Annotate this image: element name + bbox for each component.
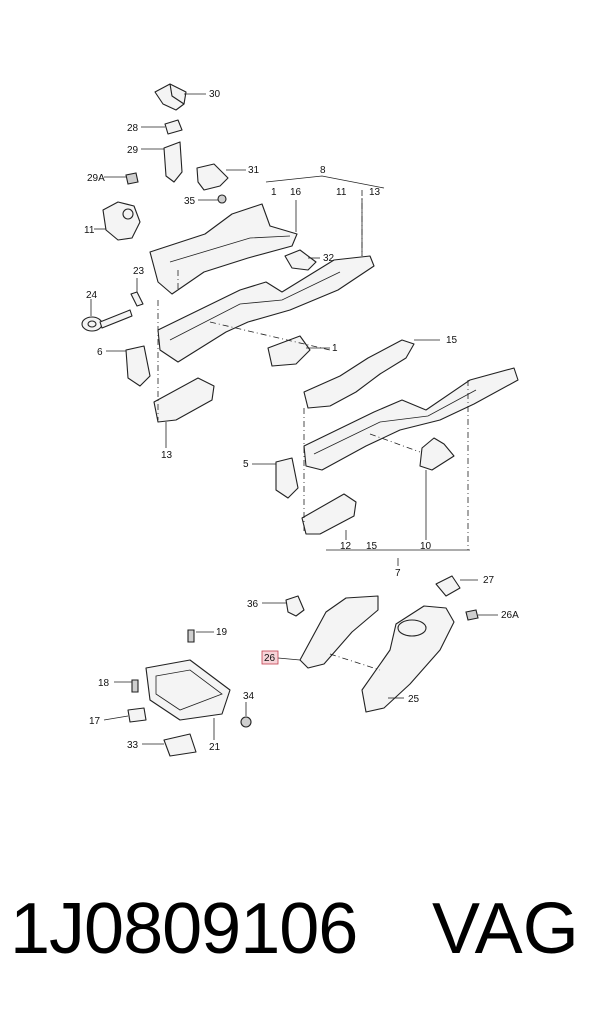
- callout-29a: 29A: [87, 173, 105, 184]
- callout-5: 5: [243, 459, 249, 470]
- callout-34: 34: [243, 691, 255, 702]
- part-12-bracket: [301, 493, 357, 535]
- part-18-bolt: [131, 679, 139, 693]
- part-26-duct: [299, 595, 379, 669]
- part-35-bolt: [217, 194, 227, 204]
- callout-31: 31: [248, 165, 260, 176]
- part-1-bracket: [267, 335, 311, 367]
- callout-15-bottom: 15: [366, 541, 378, 552]
- callout-28: 28: [127, 123, 139, 134]
- callout-33: 33: [127, 740, 139, 751]
- callout-36: 36: [247, 599, 259, 610]
- part-number: 1J0809106: [10, 889, 358, 969]
- part-29-bracket: [163, 141, 183, 183]
- part-30-bracket: [154, 83, 187, 111]
- callout-27: 27: [483, 575, 495, 586]
- callout-35: 35: [184, 196, 196, 207]
- callout-32: 32: [323, 253, 335, 264]
- part-24-eye-bolt: [81, 309, 133, 332]
- part-31-bracket: [196, 163, 229, 191]
- part-11-mount: [102, 201, 141, 241]
- callout-13: 13: [161, 450, 173, 461]
- part-23-pin: [130, 291, 144, 307]
- callout-29: 29: [127, 145, 139, 156]
- brand-name: VAG: [432, 889, 579, 969]
- part-28-clip: [164, 119, 183, 135]
- part-13-rail: [157, 255, 375, 363]
- part-19-bolt: [187, 629, 195, 643]
- part-29a-nut: [125, 172, 139, 185]
- callout-10: 10: [420, 541, 432, 552]
- part-27-clip: [435, 575, 461, 597]
- callout-7: 7: [395, 568, 401, 579]
- callout-26: 26: [264, 653, 276, 664]
- part-26a-nut: [465, 609, 479, 621]
- callout-26-highlight: [261, 650, 279, 665]
- exploded-parts-diagram: 30 28 29 29A 31 35 8 1 16 11 13 11 23 32…: [81, 83, 519, 757]
- callout-26a: 26A: [501, 610, 519, 621]
- callout-21: 21: [209, 742, 221, 753]
- callout-24: 24: [86, 290, 98, 301]
- callout-23: 23: [133, 266, 145, 277]
- callout-13-top: 13: [369, 187, 381, 198]
- part-10-mount: [419, 437, 455, 471]
- part-5-plate: [275, 457, 299, 499]
- callout-12: 12: [340, 541, 352, 552]
- part-13-lower-bracket: [153, 377, 215, 423]
- part-16-panel: [149, 203, 298, 295]
- leader-lines: [90, 93, 498, 745]
- callout-1-top: 1: [271, 187, 277, 198]
- callout-18: 18: [98, 678, 110, 689]
- part-25-housing: [361, 605, 455, 713]
- callout-1: 1: [332, 343, 338, 354]
- part-6-plate: [125, 345, 151, 387]
- callout-17: 17: [89, 716, 101, 727]
- callout-16: 16: [290, 187, 302, 198]
- part-32-bracket: [284, 249, 317, 271]
- part-36-bracket: [285, 595, 305, 617]
- part-34-nut: [240, 716, 252, 728]
- callout-11-top: 11: [336, 187, 347, 198]
- part-15-bracket: [303, 339, 415, 409]
- callout-8: 8: [320, 165, 326, 176]
- part-17-bracket: [127, 707, 147, 723]
- callout-19: 19: [216, 627, 228, 638]
- callout-11: 11: [84, 225, 95, 236]
- part-21-tray: [145, 659, 231, 721]
- callout-30: 30: [209, 89, 221, 100]
- callout-25: 25: [408, 694, 420, 705]
- part-33-pad: [163, 733, 197, 757]
- callout-15: 15: [446, 335, 458, 346]
- callout-6: 6: [97, 347, 103, 358]
- callout-labels: 30 28 29 29A 31 35 8 1 16 11 13 11 23 32…: [84, 89, 519, 753]
- part-7-rail: [303, 367, 519, 471]
